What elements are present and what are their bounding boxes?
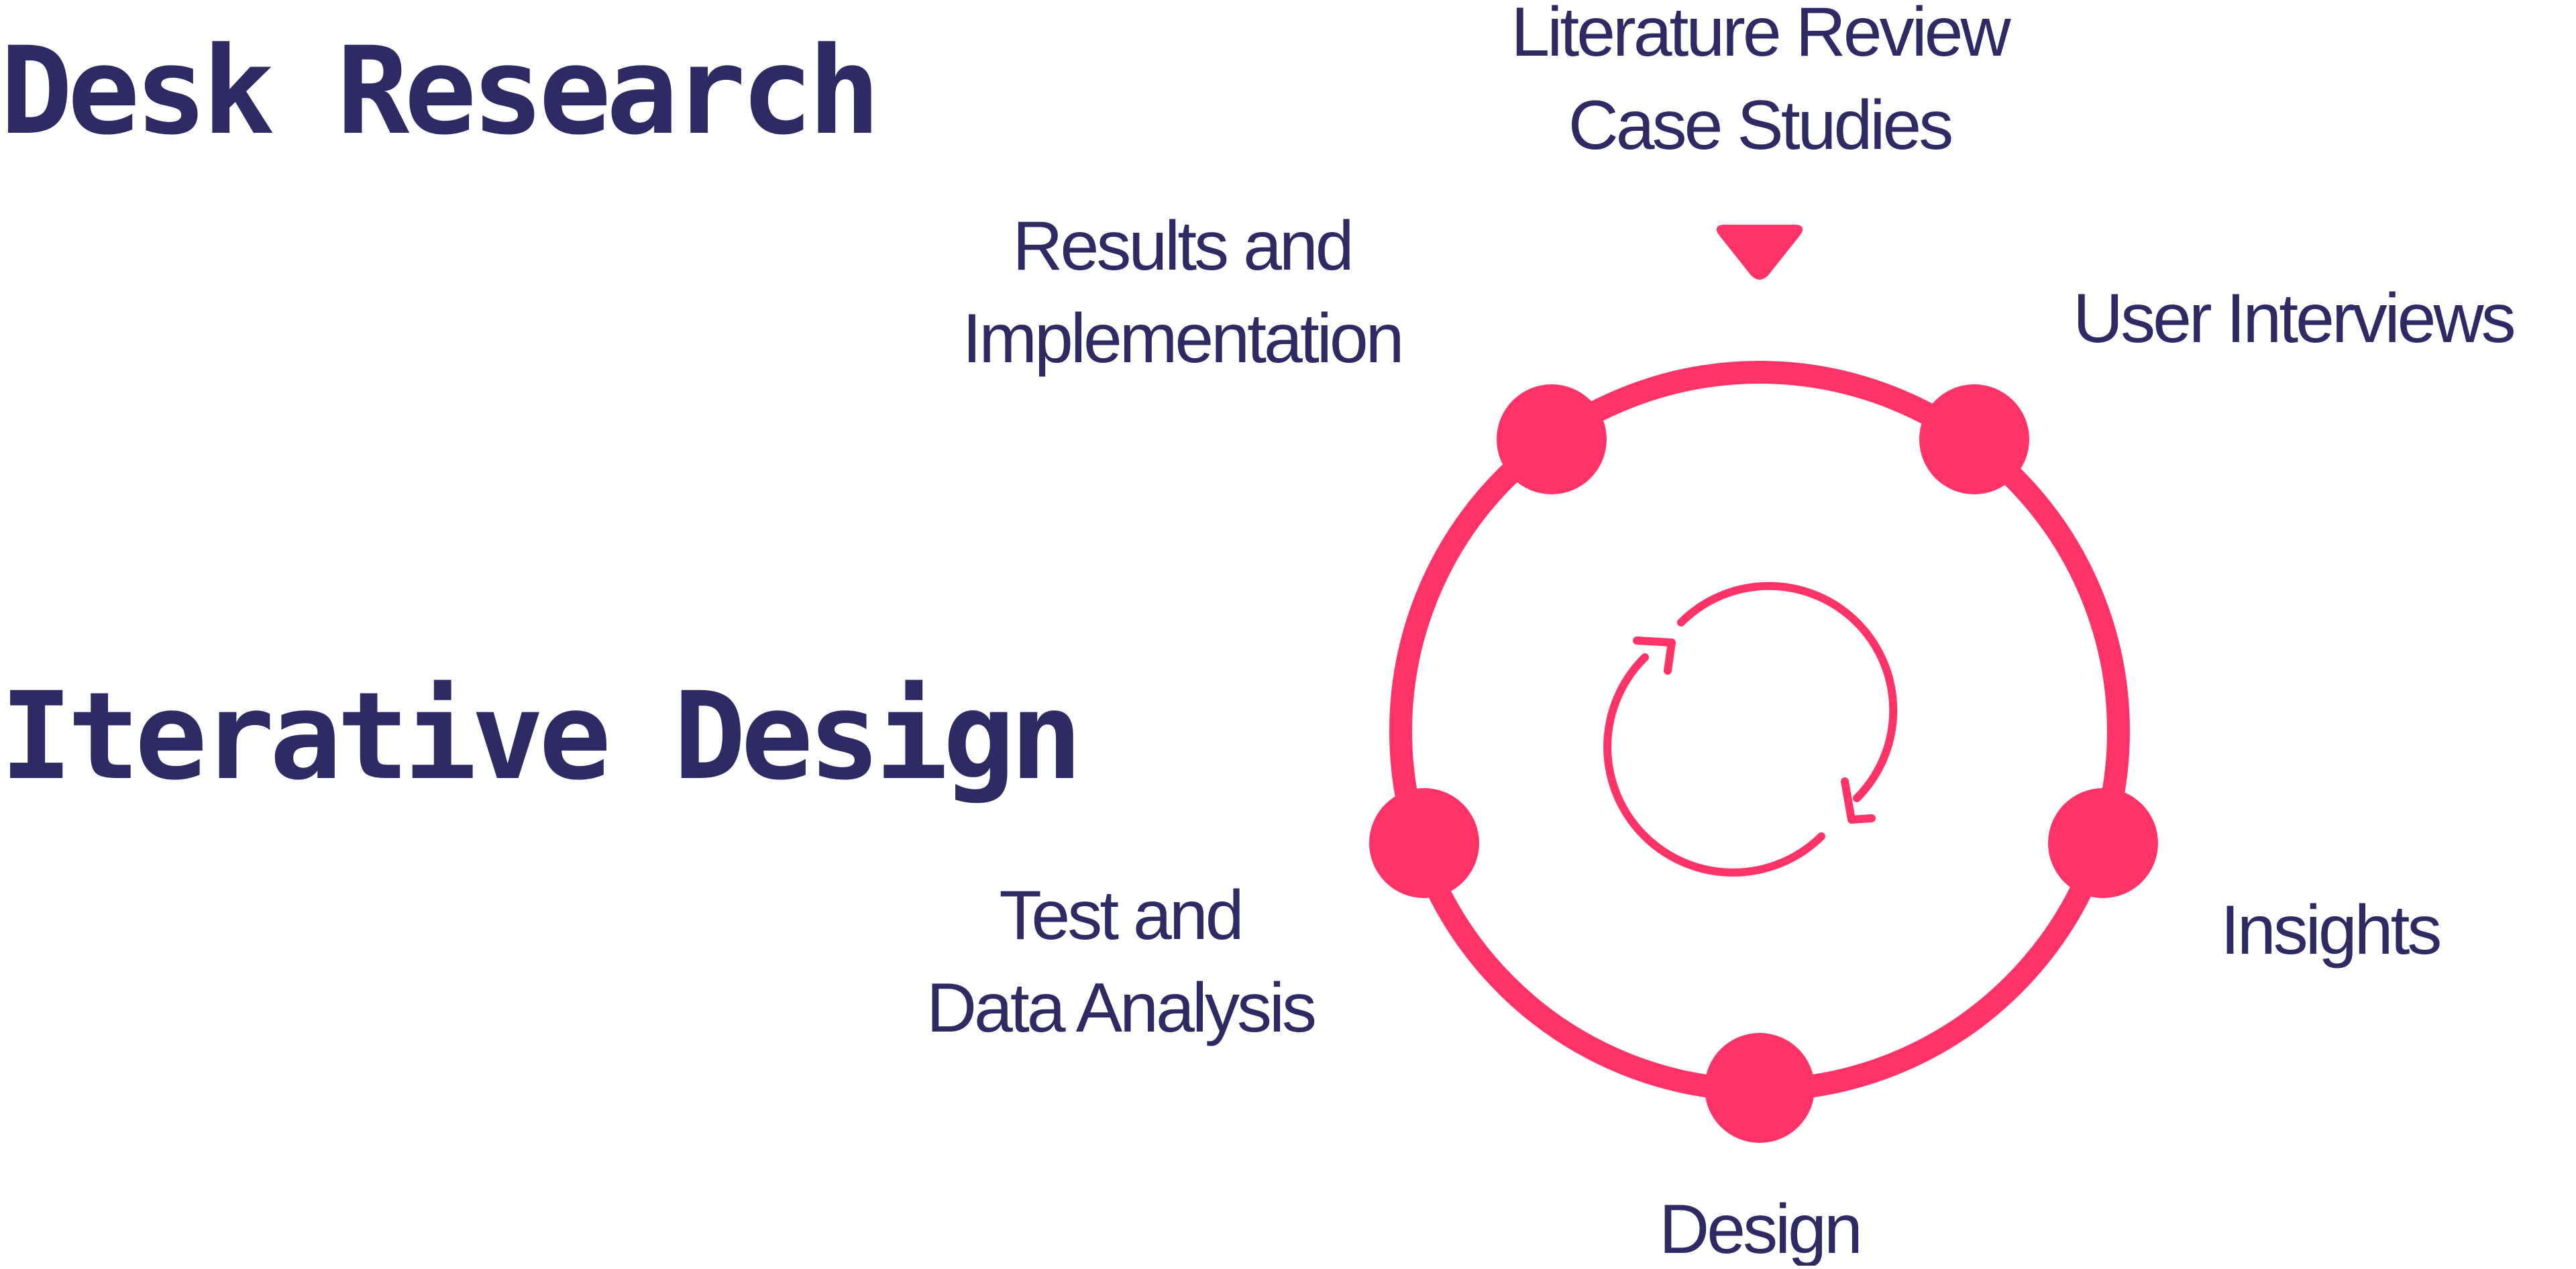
node-design xyxy=(1705,1033,1815,1143)
label-results-line2: Implementation xyxy=(962,300,1401,378)
node-insights xyxy=(2048,788,2158,898)
refresh-cycle-icon xyxy=(1603,582,1898,877)
label-design: Design xyxy=(1659,1191,1860,1266)
triangle-down-icon xyxy=(1716,225,1803,280)
label-case-studies: Case Studies xyxy=(1568,87,1952,164)
label-literature-review: Literature Review xyxy=(1511,0,2011,71)
label-user-interviews: User Interviews xyxy=(2073,280,2514,357)
label-test-line2: Data Analysis xyxy=(926,969,1315,1047)
heading-iterative-design: Iterative Design xyxy=(0,667,1077,807)
node-test xyxy=(1369,788,1479,898)
node-results xyxy=(1497,384,1607,494)
label-insights: Insights xyxy=(2220,891,2440,969)
heading-desk-research: Desk Research xyxy=(0,21,875,162)
node-user-interviews xyxy=(1919,384,2029,494)
label-test-line1: Test and xyxy=(999,877,1241,954)
label-results-line1: Results and xyxy=(1012,207,1351,285)
